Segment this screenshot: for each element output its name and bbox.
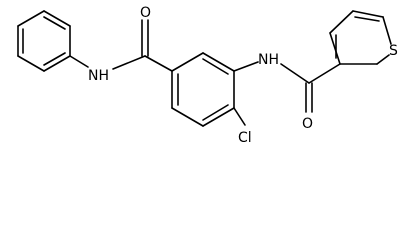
- bond: [202, 52, 235, 72]
- s-thiophene-label: S: [389, 43, 398, 59]
- bond: [280, 63, 310, 84]
- bond: [233, 107, 246, 126]
- phenyl-ring: [17, 10, 71, 72]
- cl-label: Cl: [238, 130, 252, 146]
- bond: [17, 10, 45, 27]
- bond: [308, 63, 341, 84]
- thiophene-ring: [329, 10, 392, 65]
- bond: [43, 10, 71, 27]
- double-bond-inner: [43, 16, 66, 30]
- bond: [69, 55, 89, 68]
- bond: [233, 61, 259, 72]
- bond: [43, 55, 71, 72]
- bond: [329, 10, 354, 34]
- bond: [376, 54, 390, 65]
- double-bond-inner: [43, 52, 66, 66]
- nh-left-label: NH: [88, 68, 109, 84]
- double-bond-inner: [354, 16, 380, 22]
- bond: [382, 16, 392, 45]
- bond: [329, 32, 341, 65]
- molecule-structure: NH O NH O S: [17, 5, 398, 146]
- bond: [144, 55, 173, 72]
- double-bond-inner: [202, 58, 229, 75]
- bond: [352, 10, 384, 18]
- o-amide-left-label: O: [140, 5, 151, 21]
- bond: [171, 107, 204, 127]
- bond: [202, 107, 235, 127]
- central-benzene-ring: [171, 52, 235, 127]
- nh-right-label: NH: [258, 52, 279, 68]
- bond: [17, 55, 45, 72]
- bond: [171, 52, 204, 72]
- bond: [112, 55, 146, 70]
- double-bond-inner: [202, 104, 229, 121]
- o-amide-right-label: O: [302, 116, 313, 132]
